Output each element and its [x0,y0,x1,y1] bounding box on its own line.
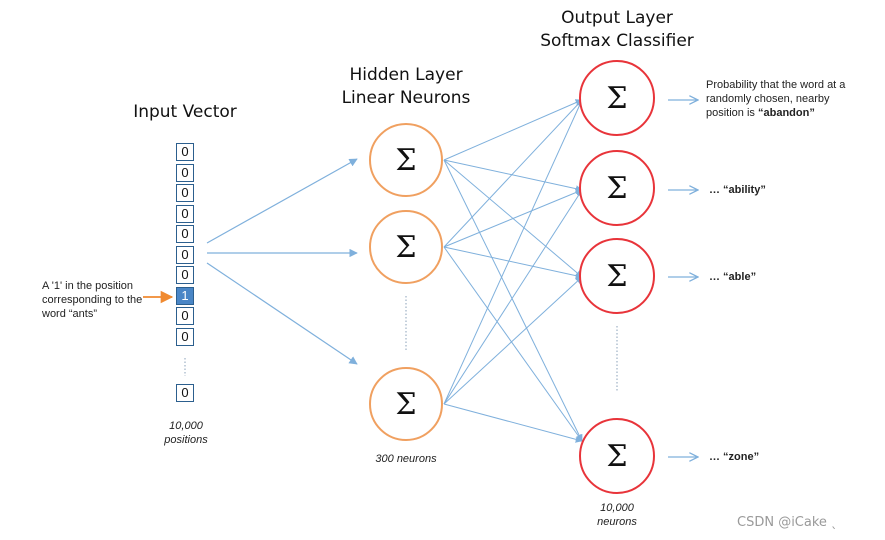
watermark: CSDN @iCake ˎ [737,515,838,530]
input-vector-cell: 0 [176,163,194,182]
input-vector-cell: 0 [176,327,194,346]
output-label-zone: … “zone” [709,451,760,463]
edge-input-hidden-3 [206,262,358,365]
sigma-symbol: Σ [606,438,628,474]
output-title-line2: Softmax Classifier [540,31,694,51]
input-vector-cell: 0 [176,225,194,243]
input-vector-cell: 0 [176,266,194,284]
sigma-symbol: Σ [606,258,628,294]
input-vector-hot-cell: 1 [176,286,194,305]
sigma-symbol: Σ [395,142,417,178]
output-label-ability: … “ability” [709,184,766,196]
sigma-symbol: Σ [395,386,417,422]
output-label-able: … “able” [709,271,757,283]
positions-line2: positions [164,434,208,446]
hidden-neuron-2: Σ [369,210,443,284]
input-vector-cell: 0 [176,184,194,202]
input-vector-cell: 0 [176,307,194,325]
input-positions-label: 10,000 positions [146,419,226,447]
hidden-layer-title: Hidden Layer Linear Neurons [326,64,486,110]
output-neuron-zone: Σ [579,418,655,494]
input-note-line3: word “ants” [42,308,98,320]
output-title-line1: Output Layer [561,8,673,28]
output-label-abandon: Probability that the word at a randomly … [706,78,876,120]
output-label-abandon-prefix: position is [706,107,758,119]
input-vector-cell: 0 [176,245,194,264]
hidden-neuron-300: Σ [369,367,443,441]
output-neuron-ability: Σ [579,150,655,226]
sigma-symbol: Σ [606,80,628,116]
input-vector-title: Input Vector [133,102,237,122]
input-note-line1: A '1' in the position [42,280,134,292]
output-label-abandon-line1: Probability that the word at a [706,79,846,91]
sigma-symbol: Σ [606,170,628,206]
hidden-title-line1: Hidden Layer [349,65,463,85]
output-label-abandon-line2: randomly chosen, nearby [706,93,830,105]
input-vector-cell: 0 [176,143,194,161]
positions-line1: 10,000 [169,420,203,432]
hidden-output-edges [443,99,583,443]
input-note-line2: corresponding to the [42,294,143,306]
output-neuron-abandon: Σ [579,60,655,136]
edge-input-hidden-1 [206,158,358,244]
hidden-count-label: 300 neurons [375,453,437,465]
output-layer-title: Output Layer Softmax Classifier [527,7,707,53]
output-count-line1: 10,000 [600,502,634,514]
hidden-neuron-1: Σ [369,123,443,197]
output-neuron-able: Σ [579,238,655,314]
input-vector-last-cell: 0 [176,384,194,402]
input-vector: 0 0 0 0 0 0 0 1 0 0 [176,143,196,353]
output-count-label: 10,000 neurons [577,501,657,529]
output-count-line2: neurons [597,516,637,528]
output-label-abandon-line3: position is “abandon” [706,106,876,120]
sigma-symbol: Σ [395,229,417,265]
output-label-abandon-word: “abandon” [757,107,815,119]
hidden-title-line2: Linear Neurons [341,88,471,108]
input-note: A '1' in the position corresponding to t… [42,279,152,321]
input-vector-cell: 0 [176,204,194,223]
